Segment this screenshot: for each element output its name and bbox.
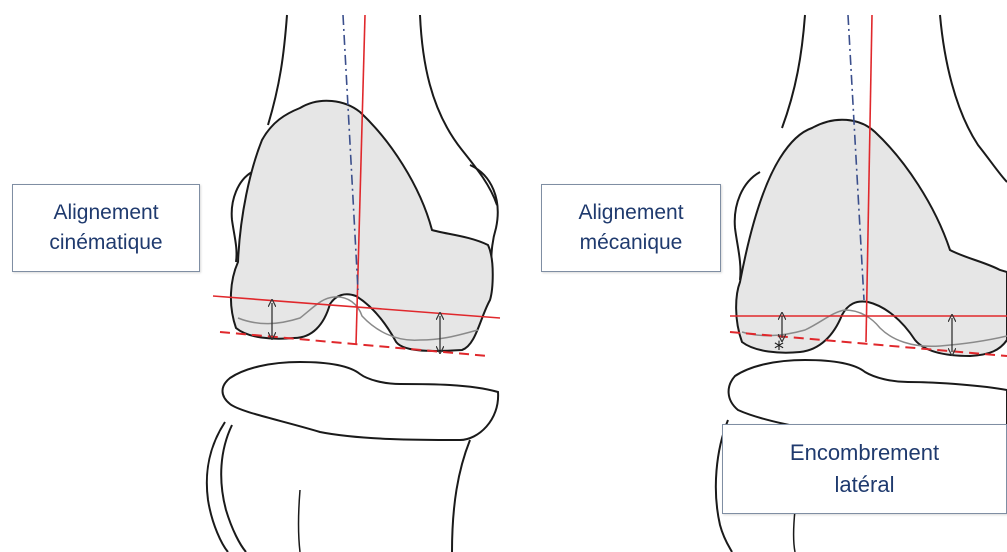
kinematic-label-line1: Alignement [13,198,199,228]
lateral-overhang-label: Encombrement latéral [722,424,1007,514]
femur-shaft-left-edge [268,15,287,125]
asterisk-mark: * [774,337,784,361]
fibula-edge [221,425,246,552]
tibia-shaft-mid-edge [299,490,301,552]
femoral-implant [736,120,1007,356]
kinematic-alignment-label: Alignement cinématique [12,184,200,272]
tibia-shaft-mid-edge [794,510,796,552]
kinematic-label-line2: cinématique [13,228,199,258]
mechanical-label-line2: mécanique [542,228,720,258]
tibial-plateau [223,362,499,440]
mechanical-alignment-label: Alignement mécanique [541,184,721,272]
femur-shaft-right-edge [940,15,1007,182]
kinematic-knee [207,15,500,552]
femur-shaft-left-edge [782,15,805,128]
lateral-label-line1: Encombrement [723,437,1006,469]
tibia-shaft-right-edge [452,440,470,552]
lateral-label-line2: latéral [723,469,1006,501]
mechanical-label-line1: Alignement [542,198,720,228]
